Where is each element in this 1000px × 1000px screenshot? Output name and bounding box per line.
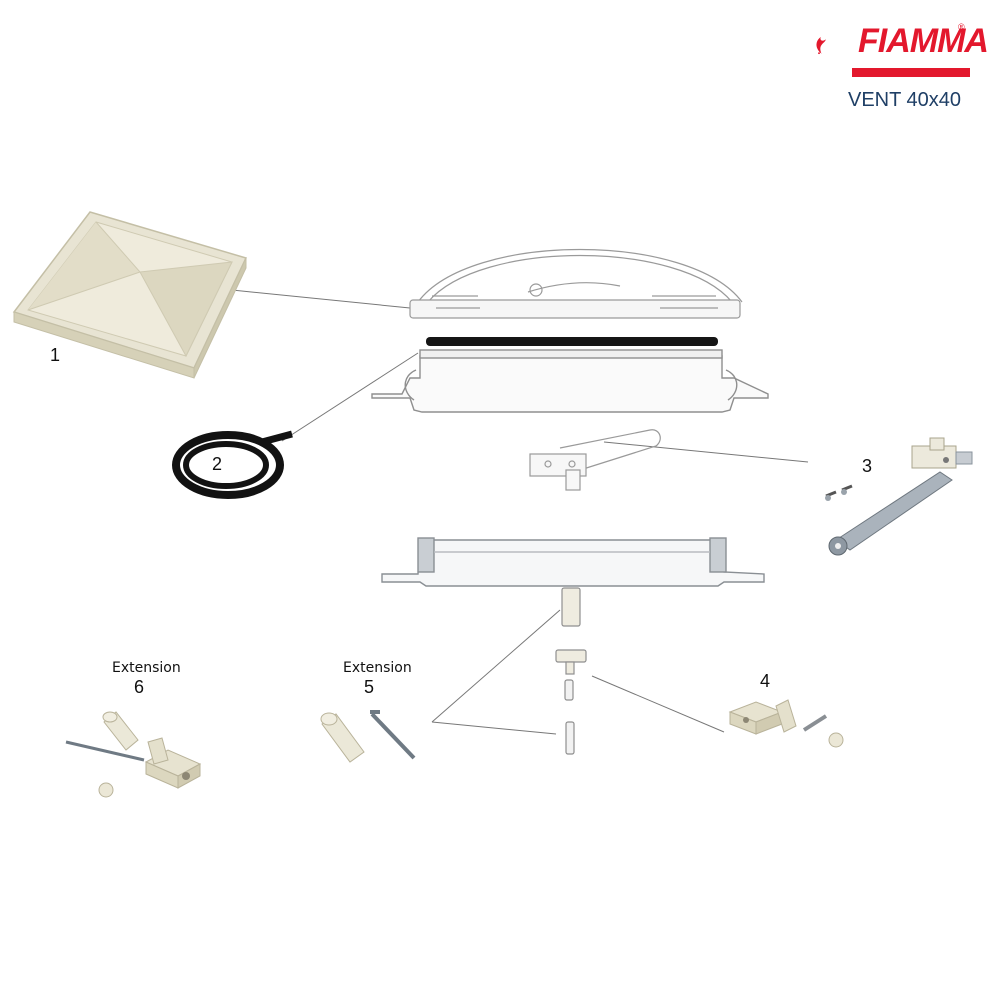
- fiamma-flame-icon: [816, 36, 826, 55]
- opening-arm-icon: [825, 437, 973, 556]
- extension-kit-icon: [65, 711, 202, 798]
- part-number-1: 1: [50, 345, 61, 365]
- pin-stack: [555, 587, 587, 755]
- lower-frame: [381, 537, 765, 587]
- knob-handle-icon: [728, 699, 844, 748]
- seal-strip: [426, 337, 718, 346]
- registered-mark: ®: [958, 22, 965, 32]
- brand-logo-text: FIAMMA: [858, 22, 989, 60]
- extension-rod-icon: [320, 710, 416, 763]
- part-number-3: 3: [862, 456, 873, 476]
- part-caption-6: Extension: [112, 660, 181, 676]
- upper-frame: [371, 349, 769, 413]
- part-number-6: 6: [134, 677, 145, 697]
- part-number-5: 5: [364, 677, 375, 697]
- seal-roll-icon: [172, 430, 293, 499]
- part-number-4: 4: [760, 671, 771, 691]
- part-number-2: 2: [212, 454, 223, 474]
- product-model: VENT 40x40: [848, 89, 962, 111]
- part-caption-5: Extension: [343, 660, 412, 676]
- brand-underline: [852, 68, 970, 77]
- dome-assembly: [409, 248, 743, 319]
- dome-cover-icon: [12, 211, 248, 379]
- mechanism-outline: [529, 429, 661, 491]
- leader-lines: [231, 289, 809, 735]
